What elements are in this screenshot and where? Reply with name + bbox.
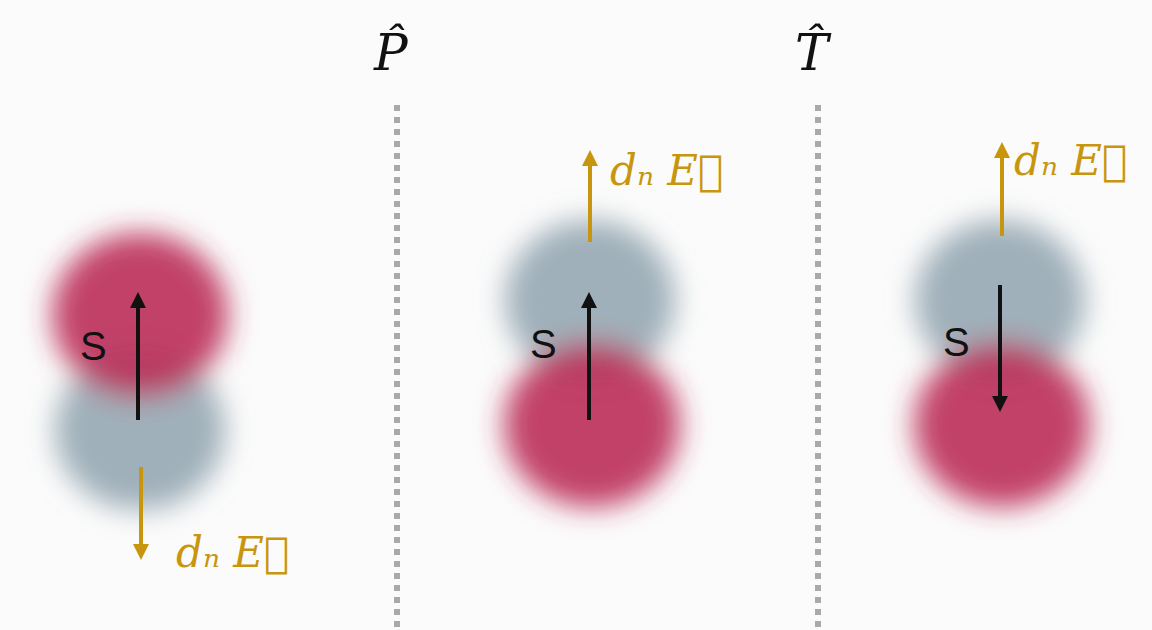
spin-label: S [530,324,557,364]
neutron-blob [504,220,680,507]
separator-line [815,105,821,630]
dipole-arrow [139,467,143,552]
dipole-arrow [588,158,592,242]
spin-arrow [998,285,1002,404]
spin-arrow [136,300,140,420]
operator-label: P̂ [374,28,408,78]
dipole-label: dₙ E⃗ [176,532,289,574]
operator-label: T̂ [795,28,828,78]
spin-arrow [587,300,591,420]
spin-label: S [80,326,107,366]
neutron-blob [914,220,1090,507]
dipole-arrow [1000,150,1004,236]
dipole-label: dₙ E⃗ [1014,140,1127,182]
spin-label: S [943,322,970,362]
separator-line [394,105,400,630]
dipole-label: dₙ E⃗ [610,150,723,192]
